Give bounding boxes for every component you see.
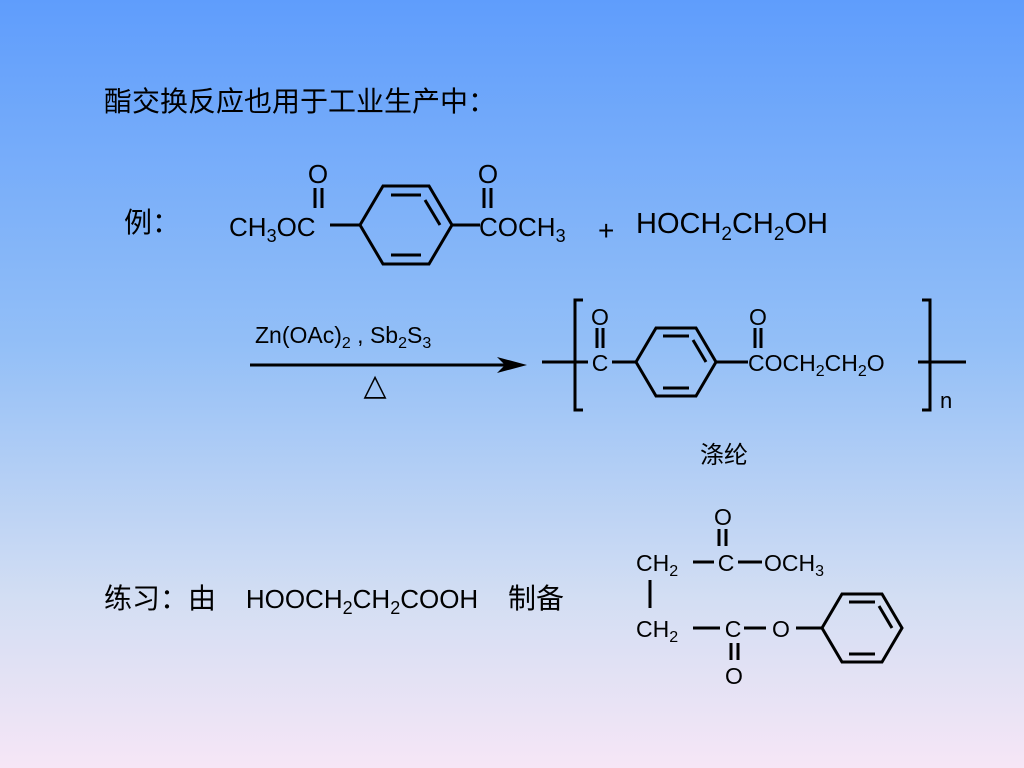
heading-text: 酯交换反应也用于工业生产中： [104, 85, 497, 118]
polymer-benzene-ring [634, 326, 718, 398]
target-methoxy: OCH3 [764, 550, 824, 580]
reaction-arrow-head [497, 357, 527, 373]
target-ester-oxygen: O [772, 616, 790, 642]
polymer-left-carbon: C [592, 350, 609, 376]
target-phenyl-ring [820, 592, 904, 664]
exercise-text: 练习：由 HOOCH2CH2COOH 制备 [104, 582, 565, 619]
polymer-right-oxygen: O [749, 304, 767, 330]
reactant1-right-oxygen: O [478, 159, 498, 189]
target-top-ch2: CH2 [636, 550, 678, 580]
polymer-left-oxygen: O [591, 304, 609, 330]
target-top-oxygen: O [714, 504, 732, 530]
exercise-formula: HOOCH2CH2COOH [245, 584, 479, 619]
product-name: 涤纶 [700, 441, 748, 469]
reactant2-formula: HOCH2CH2OH [636, 208, 828, 245]
conditions-text: Zn(OAc)2 , Sb2S3 [255, 322, 431, 352]
target-top-carbon: C [718, 550, 735, 576]
polymer-right-bracket [922, 298, 932, 412]
polymer-right-group: COCH2CH2O [748, 350, 885, 380]
reactant1-right-group: COCH3 [479, 212, 566, 246]
target-bottom-ch2: CH2 [636, 616, 678, 646]
plus-sign: + [598, 215, 614, 246]
reactant1-left-oxygen: O [308, 159, 328, 189]
reactant1-benzene-ring [358, 184, 454, 266]
reactant1-left-group: CH3OC [229, 212, 316, 246]
example-label: 例： [124, 206, 181, 239]
target-bottom-oxygen: O [725, 663, 743, 689]
exercise-suffix: 制备 [508, 582, 565, 615]
exercise-prefix: 练习：由 [104, 582, 217, 615]
polymer-left-bracket [573, 298, 583, 412]
target-bottom-carbon: C [725, 616, 742, 642]
polymer-repeat-n: n [940, 388, 952, 413]
heat-symbol: △ [363, 369, 386, 402]
